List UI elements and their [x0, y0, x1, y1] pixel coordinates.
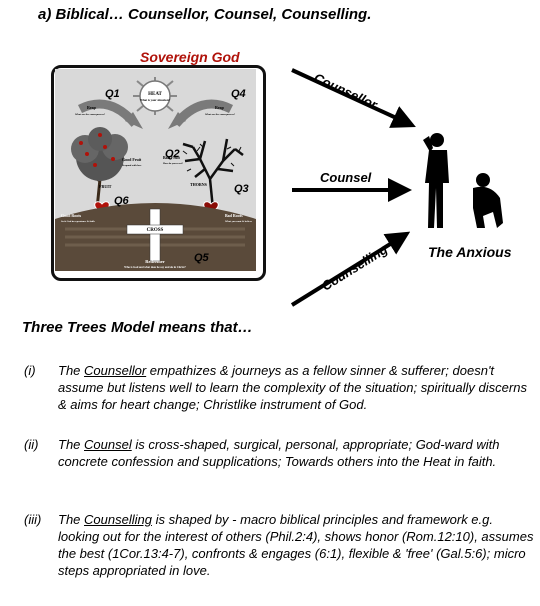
good-roots-sub: Seek God in repentance & faith [61, 220, 95, 223]
fruit-label: FRUIT [99, 184, 112, 189]
section-title: Three Trees Model means that… [22, 319, 253, 336]
reap-left-arrowhead [125, 112, 143, 129]
q6-label: Q6 [114, 195, 130, 207]
item-term: Counselling [84, 512, 152, 527]
good-tree [71, 127, 128, 210]
reap-left-sub: What are the consequences? [75, 113, 106, 116]
thorns-label: THORNS [190, 182, 208, 187]
q2-label: Q2 [165, 148, 180, 160]
good-fruit-label: Good Fruit [122, 157, 142, 162]
thorn-tree [182, 138, 244, 210]
bad-fruit-sub: How do you react? [163, 162, 184, 165]
standing-person-icon [423, 133, 449, 228]
item-body: is cross-shaped, surgical, personal, app… [58, 437, 500, 469]
item-prefix: The [58, 363, 85, 378]
redeemer-sub: Who is God and what does he say and do i… [124, 266, 186, 269]
counsel-arrow-label: Counsel [320, 170, 372, 185]
bad-fruit-label: Bad Fruit [163, 155, 180, 160]
frame-title: Sovereign God [140, 49, 240, 65]
q1-label: Q1 [105, 88, 120, 100]
cross-vertical [149, 208, 161, 262]
arrows-layer [290, 68, 416, 307]
q3-label: Q3 [234, 183, 249, 195]
anxious-people-illustration [423, 133, 503, 228]
bad-roots-label: Bad Roots [225, 213, 243, 218]
reap-right-sub: What are the consequences? [205, 113, 236, 116]
item-prefix: The [58, 437, 85, 452]
crouching-person-icon [473, 173, 503, 228]
list-item: (iii) The Counselling is shaped by - mac… [24, 511, 534, 596]
reap-right-label: Reap [215, 105, 225, 110]
item-number: (i) [24, 363, 36, 378]
cross-horizontal [126, 224, 184, 235]
item-term: Counsellor [84, 363, 147, 378]
heat-label: HEAT [148, 92, 162, 97]
good-fruit-sub: Respond with love [122, 164, 142, 167]
cross-label: CROSS [147, 228, 164, 233]
item-body: is shaped by - macro biblical principles… [58, 512, 534, 578]
redeemer-label: Redeemer [145, 259, 165, 264]
reap-right-arrowhead [168, 112, 186, 129]
item-text: The Counsellor empathizes & journeys as … [58, 362, 534, 413]
heat-sub: What is your situation? [140, 98, 171, 102]
counsellor-arrow [291, 68, 416, 128]
q4-label: Q4 [231, 88, 246, 100]
item-prefix: The [58, 512, 85, 527]
list-item: (i) The Counsellor empathizes & journeys… [24, 362, 534, 413]
item-text: The Counselling is shaped by - macro bib… [58, 511, 534, 579]
q5-label: Q5 [194, 252, 210, 264]
item-text: The Counsel is cross-shaped, surgical, p… [58, 436, 534, 470]
good-roots-label: Good Roots [61, 213, 82, 218]
item-term: Counsel [84, 437, 132, 452]
list-item: (ii) The Counsel is cross-shaped, surgic… [24, 436, 534, 487]
heat-sun [133, 77, 177, 115]
item-number: (iii) [24, 512, 42, 527]
the-anxious-label: The Anxious [428, 244, 512, 260]
reap-left-label: Reap [87, 105, 97, 110]
three-trees-diagram: HEAT What is your situation? Reap What a… [55, 69, 256, 271]
item-body: empathizes & journeys as a fellow sinner… [58, 363, 527, 412]
page-title: a) Biblical… Counsellor, Counsel, Counse… [38, 6, 372, 23]
counselling-arrow [290, 231, 411, 307]
bad-roots-sub: What you want & believe [225, 220, 253, 223]
item-number: (ii) [24, 437, 39, 452]
